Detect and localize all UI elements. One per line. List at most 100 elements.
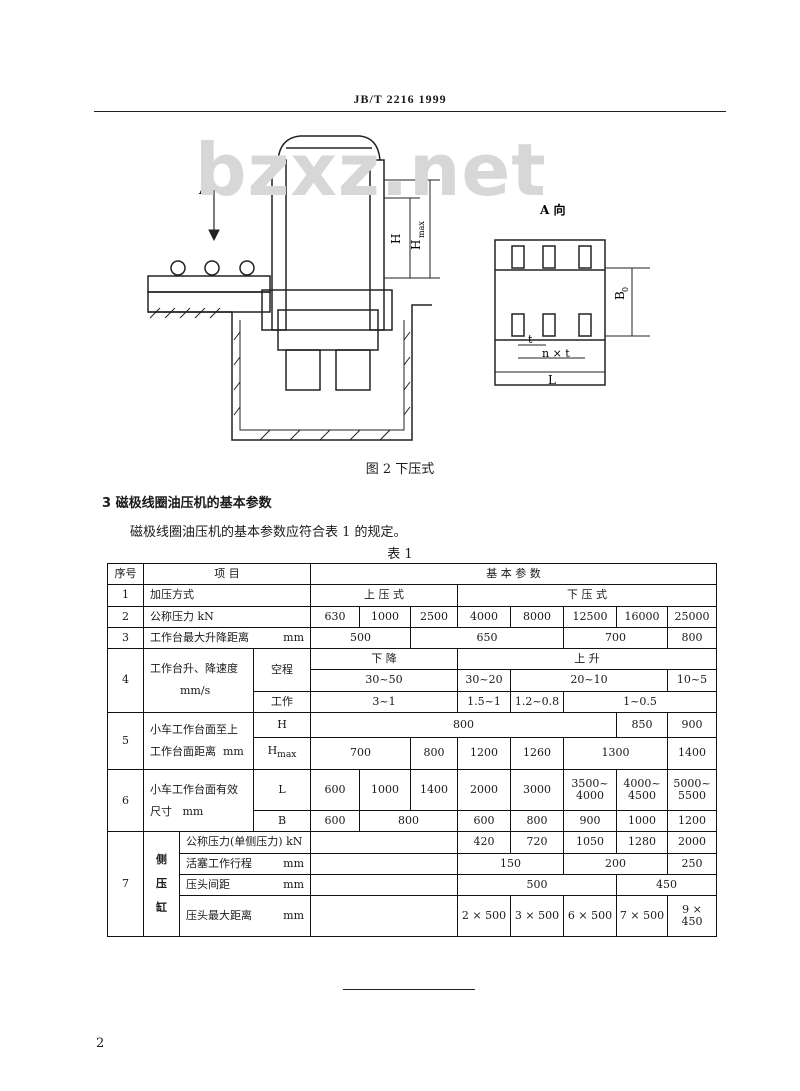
dim-l-label: L: [548, 373, 556, 387]
row-item-text: 压头最大距离: [186, 909, 252, 923]
cell: 10~5: [667, 669, 718, 692]
table-row: 2 公称压力 kN 630 1000 2500 4000 8000 12500 …: [107, 605, 718, 628]
cell: 下 压 式: [457, 584, 718, 607]
cell: 500: [310, 626, 412, 650]
cell: 900: [667, 711, 718, 738]
cell: 25000: [667, 605, 718, 628]
cell: 7 × 500: [616, 895, 669, 937]
row-unit: mm: [223, 744, 244, 758]
row-item-text: 公称压力(单侧压力) kN: [186, 835, 303, 849]
cell-blank: [310, 895, 459, 937]
cell: 1400: [667, 736, 718, 771]
group-char: 缸: [156, 901, 167, 915]
row-item: 活塞工作行程 mm: [178, 852, 312, 875]
dim-t-label: t: [528, 333, 533, 346]
sub-label: B: [252, 809, 312, 833]
group-label: 侧 压 缸: [143, 831, 180, 937]
cell: 800: [310, 711, 618, 738]
row-unit: mm: [283, 856, 305, 870]
cell-blank: [310, 852, 459, 875]
cell-blank: [310, 873, 459, 897]
cell: 600: [457, 809, 512, 833]
cell: 上 升: [457, 648, 718, 671]
cell: 3000: [510, 769, 565, 811]
cell: 700: [310, 736, 412, 771]
cell: 630: [310, 605, 361, 628]
row-no: 3: [107, 626, 144, 650]
cell: 下 降: [310, 648, 459, 671]
cell: 850: [616, 711, 669, 738]
row-item: 加压方式: [142, 584, 312, 607]
cell: 720: [510, 831, 565, 854]
row-item-text: 活塞工作行程: [186, 856, 252, 870]
cell: 8000: [510, 605, 565, 628]
table-header-row: 序号 项 目 基 本 参 数: [107, 562, 718, 586]
row-unit: mm: [283, 877, 305, 891]
cell: 1300: [563, 736, 669, 771]
row-no: 6: [107, 769, 144, 833]
dim-h-label: H: [389, 234, 403, 244]
a-view-drawing: [494, 239, 650, 386]
cell: 800: [410, 736, 459, 771]
cell: 1.2~0.8: [510, 690, 565, 713]
cell: 800: [667, 626, 718, 650]
footer-rule: [343, 989, 475, 990]
row-item-unit: mm/s: [180, 684, 211, 698]
cell: 900: [563, 809, 618, 833]
row-item-line: 尺寸 mm: [150, 805, 251, 818]
cell: 4000: [457, 605, 512, 628]
cell: 600: [310, 769, 361, 811]
dim-hmax-label: H: [409, 240, 423, 250]
cell: 2 × 500: [457, 895, 512, 937]
page-number: 2: [96, 1036, 105, 1051]
section-body: 磁极线圈油压机的基本参数应符合表 1 的规定。: [130, 525, 407, 540]
table-row: 7 侧 压 缸 公称压力(单侧压力) kN 420 720 1050 1280 …: [107, 831, 718, 937]
track: [147, 260, 271, 313]
row-unit: mm: [283, 630, 305, 644]
parameters-table: 序号 项 目 基 本 参 数 1 加压方式 上 压 式 下 压 式 2 公称压力…: [107, 562, 718, 937]
row-no: 7: [107, 831, 144, 937]
cell: 3~1: [310, 690, 459, 713]
cell: 4000~ 4500: [616, 769, 669, 811]
table-row: 工作 3~1 1.5~1 1.2~0.8 1~0.5: [108, 690, 718, 713]
arrow-a-label: A: [198, 183, 210, 198]
cell: 200: [563, 852, 669, 875]
dimension-h: [384, 179, 440, 279]
row-item-text: 工作台面距离: [150, 744, 216, 758]
sub-label: H: [252, 711, 312, 738]
row-no: 1: [107, 584, 144, 607]
view-a-label: A 向: [539, 202, 566, 217]
header-item: 项 目: [142, 562, 312, 586]
cell: 1280: [616, 831, 669, 854]
table-row: 30~50 30~20 20~10 10~5: [108, 669, 718, 692]
table-row: 1 加压方式 上 压 式 下 压 式: [107, 584, 718, 607]
dim-nt-label: n × t: [542, 347, 570, 360]
cell: 250: [667, 852, 718, 875]
group-char: 压: [156, 877, 167, 891]
dim-b0-label: B: [613, 291, 627, 300]
dim-hmax-sub: max: [417, 221, 426, 238]
figure-press-drawing: A A 向 H H max B 0 t n × t L: [147, 135, 650, 441]
header-rule: [94, 111, 726, 112]
row-item: 小车工作台面有效尺寸 mm: [143, 769, 254, 833]
figure-caption: 图 2 下压式: [365, 462, 435, 477]
cell: 20~10: [510, 669, 669, 692]
sub-label: L: [252, 769, 312, 811]
cell: 16000: [616, 605, 669, 628]
header-params: 基 本 参 数: [310, 562, 718, 586]
table-caption: 表 1: [387, 547, 413, 562]
cell: 1050: [563, 831, 618, 854]
cell: 500: [457, 873, 618, 897]
row-item-line: 小车工作台面有效: [150, 782, 238, 796]
cell: 1000: [359, 769, 412, 811]
table-row: B 600 800 600 800 900 1000 1200: [108, 809, 718, 833]
cell: 2500: [410, 605, 459, 628]
row-no: 5: [107, 711, 144, 771]
table-row: 5 小车工作台面至上工作台面距离 mm H 800 850 900: [107, 711, 718, 771]
cell: 6 × 500: [563, 895, 618, 937]
